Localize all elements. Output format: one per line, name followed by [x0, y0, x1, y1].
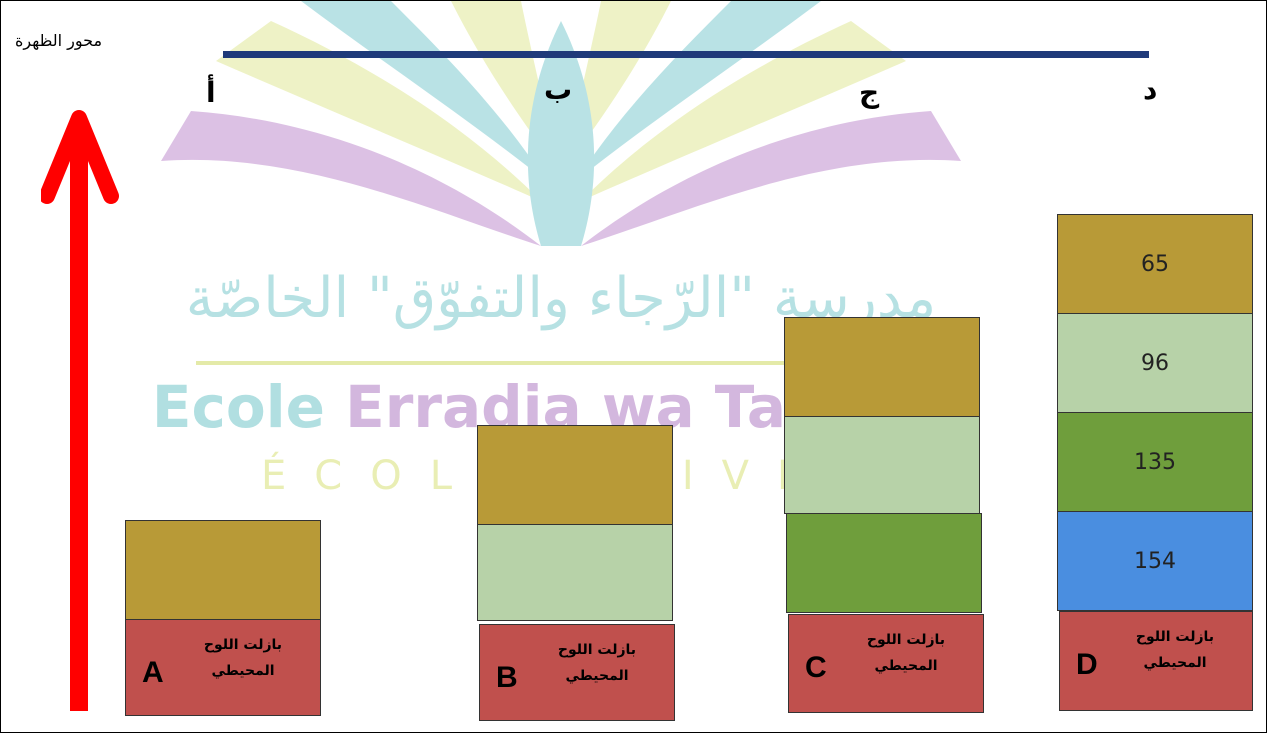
column-d-layer-96: 96: [1057, 313, 1253, 413]
column-c-letter: C: [805, 651, 827, 684]
timeline-letter-dal: د: [1143, 73, 1158, 106]
column-b-label-line1: بازلت اللوح: [557, 642, 637, 658]
column-b-layer-brown: [477, 425, 673, 525]
column-a-basalt: A بازلت اللوح المحيطي: [125, 619, 321, 716]
column-b-basalt-label: بازلت اللوح المحيطي: [542, 637, 652, 689]
column-d-basalt: D بازلت اللوح المحيطي: [1059, 611, 1253, 711]
column-d-label-line2: المحيطي: [1143, 655, 1207, 671]
column-d-layer-65: 65: [1057, 214, 1253, 314]
watermark-english-prefix: Ecole: [151, 373, 346, 441]
timeline-letter-ba: ب: [544, 73, 573, 106]
column-c-layer-brown: [784, 317, 980, 417]
column-c-layer-light-green: [784, 416, 980, 514]
timeline-letter-alif: أ: [206, 76, 216, 109]
column-d-layer-154: 154: [1057, 511, 1253, 611]
column-c-label-line2: المحيطي: [874, 658, 938, 674]
column-a-layer-brown: [125, 520, 321, 620]
column-b-letter: B: [496, 661, 518, 694]
column-a-basalt-label: بازلت اللوح المحيطي: [188, 632, 298, 684]
column-a-label-line2: المحيطي: [211, 663, 275, 679]
column-c-layer-green: [786, 513, 982, 613]
axis-label: محور الظهرة: [15, 31, 103, 50]
column-b-layer-light-green: [477, 524, 673, 621]
column-a-label-line1: بازلت اللوح: [203, 637, 283, 653]
up-arrow-icon: [41, 110, 119, 711]
timeline-bar: [223, 51, 1149, 58]
column-d-layer-135: 135: [1057, 412, 1253, 512]
column-b-label-line2: المحيطي: [565, 668, 629, 684]
column-c-label-line1: بازلت اللوح: [866, 632, 946, 648]
column-c-basalt: C بازلت اللوح المحيطي: [788, 614, 984, 713]
column-a-letter: A: [142, 656, 164, 689]
column-d-letter: D: [1076, 648, 1098, 681]
column-b-basalt: B بازلت اللوح المحيطي: [479, 624, 675, 721]
timeline-letter-jim: ج: [859, 76, 880, 109]
column-d-basalt-label: بازلت اللوح المحيطي: [1120, 624, 1230, 676]
column-d-label-line1: بازلت اللوح: [1135, 629, 1215, 645]
column-c-basalt-label: بازلت اللوح المحيطي: [851, 627, 961, 679]
